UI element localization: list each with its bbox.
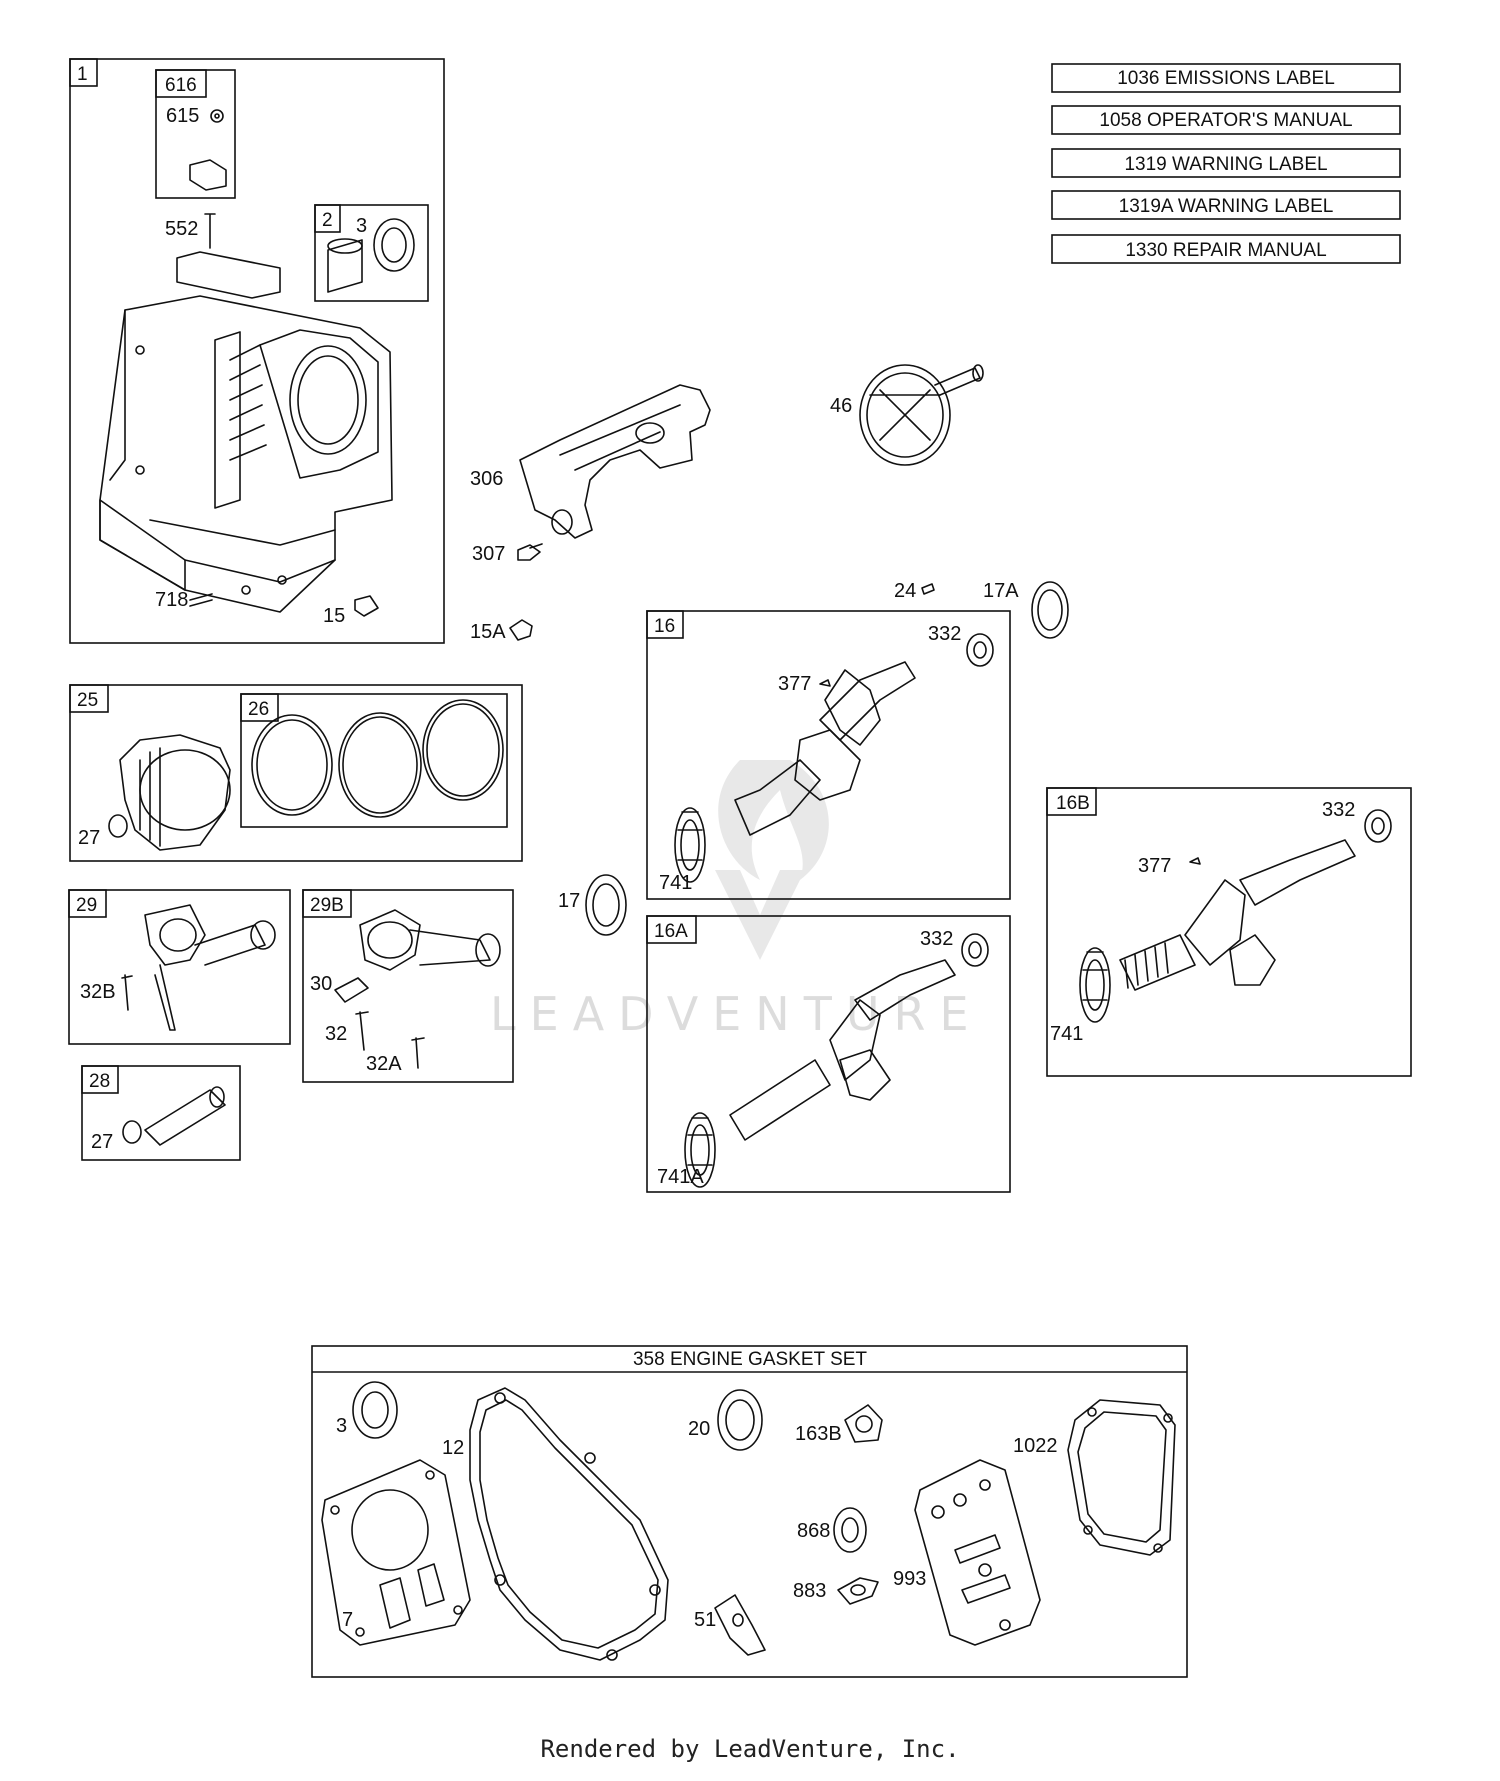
callout-17: 17 bbox=[558, 890, 580, 912]
footer-credit: Rendered by LeadVenture, Inc. bbox=[540, 1735, 960, 1763]
svg-text:1058 OPERATOR'S MANUAL: 1058 OPERATOR'S MANUAL bbox=[1099, 110, 1352, 131]
callout-307: 307 bbox=[472, 543, 505, 565]
group-number: 616 bbox=[165, 75, 197, 96]
group-29B[interactable]: 29B 30 32 32A bbox=[302, 889, 514, 1083]
watermark-text: LEADVENTURE bbox=[490, 987, 983, 1041]
callout-552: 552 bbox=[165, 218, 198, 240]
literature-item[interactable]: 1058 OPERATOR'S MANUAL bbox=[1051, 105, 1401, 135]
callout-46: 46 bbox=[830, 395, 852, 417]
group-number: 1 bbox=[77, 64, 88, 85]
callout-3: 3 bbox=[336, 1415, 347, 1437]
gasket-set-number: 358 bbox=[633, 1349, 665, 1370]
svg-text:1036 EMISSIONS LABEL: 1036 EMISSIONS LABEL bbox=[1117, 68, 1335, 89]
callout-51: 51 bbox=[694, 1609, 716, 1631]
callout-32A: 32A bbox=[366, 1053, 402, 1075]
literature-item[interactable]: 1319A WARNING LABEL bbox=[1051, 190, 1401, 220]
callout-306: 306 bbox=[470, 468, 503, 490]
callout-332: 332 bbox=[920, 928, 953, 950]
callout-32: 32 bbox=[325, 1023, 347, 1045]
group-number: 16A bbox=[654, 921, 688, 942]
callout-332: 332 bbox=[1322, 799, 1355, 821]
group-2[interactable]: 2 3 bbox=[314, 204, 429, 302]
callout-17A: 17A bbox=[983, 580, 1019, 602]
callout-30: 30 bbox=[310, 973, 332, 995]
callout-1022: 1022 bbox=[1013, 1435, 1058, 1457]
callout-993: 993 bbox=[893, 1568, 926, 1590]
callout-741: 741 bbox=[1050, 1023, 1083, 1045]
literature-list: 1036 EMISSIONS LABEL 1058 OPERATOR'S MAN… bbox=[1051, 63, 1401, 264]
callout-883: 883 bbox=[793, 1580, 826, 1602]
callout-741: 741 bbox=[659, 872, 692, 894]
callout-32B: 32B bbox=[80, 981, 116, 1003]
literature-text: EMISSIONS LABEL bbox=[1165, 68, 1335, 89]
literature-text: WARNING LABEL bbox=[1172, 154, 1328, 175]
cylinder-block-part bbox=[99, 251, 393, 613]
group-number: 16B bbox=[1056, 793, 1090, 814]
callout-377: 377 bbox=[1138, 855, 1171, 877]
group-29[interactable]: 29 32B bbox=[68, 889, 291, 1045]
group-25[interactable]: 25 27 26 bbox=[69, 684, 523, 862]
watermark: LEADVENTURE bbox=[490, 760, 983, 1041]
literature-num: 1330 bbox=[1125, 240, 1167, 261]
svg-text:1330 REPAIR MANUAL: 1330 REPAIR MANUAL bbox=[1125, 240, 1326, 261]
svg-text:358 ENGINE GASKET SET: 358 ENGINE GASKET SET bbox=[633, 1349, 867, 1370]
callout-718: 718 bbox=[155, 589, 188, 611]
callout-868: 868 bbox=[797, 1520, 830, 1542]
callout-27: 27 bbox=[78, 827, 100, 849]
literature-item[interactable]: 1036 EMISSIONS LABEL bbox=[1051, 63, 1401, 93]
callout-3: 3 bbox=[356, 215, 367, 237]
callout-377: 377 bbox=[778, 673, 811, 695]
callout-12: 12 bbox=[442, 1437, 464, 1459]
group-26[interactable]: 26 bbox=[240, 693, 508, 828]
svg-text:1319 WARNING LABEL: 1319 WARNING LABEL bbox=[1124, 154, 1327, 175]
callout-7: 7 bbox=[342, 1609, 353, 1631]
group-number: 29B bbox=[310, 895, 344, 916]
group-28[interactable]: 28 27 bbox=[81, 1065, 241, 1161]
literature-text: REPAIR MANUAL bbox=[1173, 240, 1327, 261]
literature-text: WARNING LABEL bbox=[1178, 196, 1334, 217]
group-1[interactable]: 1 616 615 2 3 552 bbox=[69, 58, 445, 644]
callout-615: 615 bbox=[166, 105, 199, 127]
group-number: 29 bbox=[76, 895, 97, 916]
callout-15: 15 bbox=[323, 605, 345, 627]
svg-text:1319A WARNING LABEL: 1319A WARNING LABEL bbox=[1119, 196, 1334, 217]
callout-332: 332 bbox=[928, 623, 961, 645]
literature-item[interactable]: 1330 REPAIR MANUAL bbox=[1051, 234, 1401, 264]
group-number: 2 bbox=[322, 210, 333, 231]
literature-num: 1319A bbox=[1119, 196, 1174, 217]
literature-num: 1036 bbox=[1117, 68, 1159, 89]
callout-163B: 163B bbox=[795, 1423, 842, 1445]
literature-num: 1319 bbox=[1124, 154, 1166, 175]
literature-num: 1058 bbox=[1099, 110, 1141, 131]
group-616[interactable]: 616 615 bbox=[155, 69, 236, 199]
group-16[interactable]: 16 332 377 741 bbox=[646, 610, 1011, 900]
group-number: 28 bbox=[89, 1071, 110, 1092]
group-358-engine-gasket-set[interactable]: 358 ENGINE GASKET SET 3 12 7 20 163B 51 … bbox=[311, 1345, 1188, 1678]
gasket-set-title: ENGINE GASKET SET bbox=[670, 1349, 867, 1370]
callout-27: 27 bbox=[91, 1131, 113, 1153]
group-number: 26 bbox=[248, 699, 269, 720]
group-16A[interactable]: 16A 332 741A bbox=[646, 915, 1011, 1193]
literature-item[interactable]: 1319 WARNING LABEL bbox=[1051, 148, 1401, 178]
callout-20: 20 bbox=[688, 1418, 710, 1440]
group-number: 16 bbox=[654, 616, 675, 637]
callout-741A: 741A bbox=[657, 1166, 704, 1188]
callout-24: 24 bbox=[894, 580, 916, 602]
group-16B[interactable]: 16B 332 377 741 bbox=[1046, 787, 1412, 1077]
callout-15A: 15A bbox=[470, 621, 506, 643]
group-number: 25 bbox=[77, 690, 98, 711]
literature-text: OPERATOR'S MANUAL bbox=[1147, 110, 1353, 131]
camshaft-part: 46 bbox=[830, 364, 984, 466]
breather-cover-part: 306 bbox=[470, 384, 711, 539]
